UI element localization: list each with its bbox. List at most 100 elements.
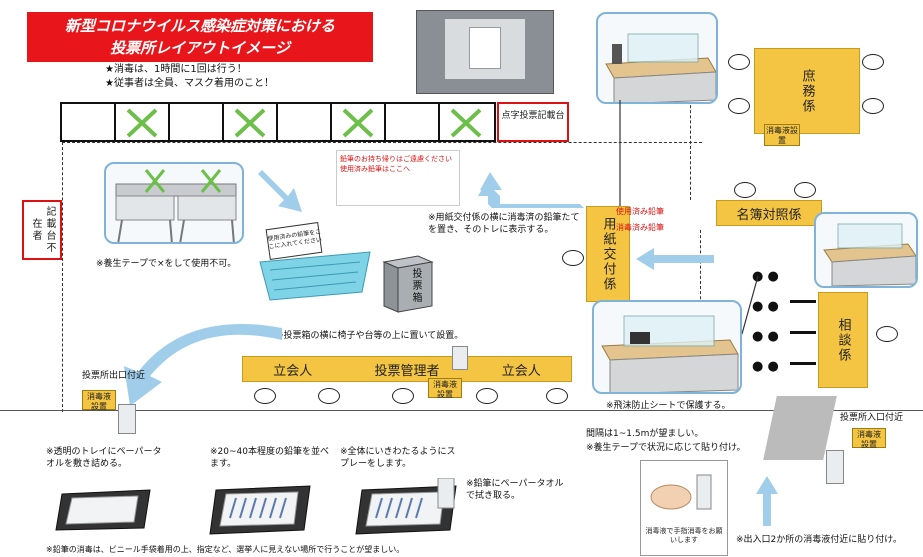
footprint-icon: ● ●	[752, 329, 779, 344]
chair	[862, 98, 884, 114]
room-boundary-left	[62, 142, 63, 412]
absentee-desk: 記載台不在者	[22, 200, 62, 260]
chair	[254, 388, 276, 404]
step3-caption: ※全体にいきわたるようにスプレーをします。	[340, 447, 456, 469]
ballot-box-caption: ※投票箱の横に椅子や台等の上に置いて設置。	[276, 331, 464, 341]
paper-issue-label: 用紙交付係	[600, 216, 616, 292]
room-boundary-right	[690, 100, 691, 200]
entrance-area-caption: 投票所入口付近	[840, 413, 904, 423]
chair	[794, 182, 816, 198]
chair	[734, 182, 756, 198]
connector-line	[619, 100, 621, 210]
chair	[876, 326, 898, 342]
arrow-up-left-icon	[478, 172, 584, 208]
roster-desk: 名簿対照係	[716, 200, 822, 226]
note-disinfect: ★消毒は、1時間に1回は行う！	[105, 64, 247, 75]
ballot-box-label: 投票箱	[410, 268, 421, 304]
general-affairs-desk: 庶務係	[754, 48, 860, 134]
steps-footer: ※鉛筆の消毒は、ビニール手袋着用の上、指定など、選挙人に見えない場所で行うことが…	[46, 545, 405, 554]
general-affairs-label: 庶務係	[799, 68, 815, 114]
queue-line	[700, 230, 701, 340]
entrance-sign-caption: ※出入口2か所の消毒液付近に貼り付け。	[736, 535, 902, 545]
hand-notice-text: 消毒液で手指消毒をお願いします	[645, 527, 723, 544]
paper-issue-desk: 用紙交付係	[586, 206, 630, 302]
pencil-basket: 使用済みの鉛筆をここに入れてください	[250, 221, 380, 304]
curved-arrow-icon	[124, 323, 282, 406]
hand-sanitize-poster: 消毒液で手指消毒をお願いします	[640, 460, 728, 556]
booth	[278, 104, 332, 140]
arrow-left-icon	[636, 248, 714, 270]
consultation-counter-illustration	[823, 223, 916, 286]
title-line-2: 投票所レイアウトイメージ	[110, 39, 290, 57]
splash-sheet-caption: ※飛沫防止シートで保護する。	[606, 401, 731, 411]
footprint-icon: ● ●	[752, 299, 779, 314]
lower-desk-row: 立会人 投票管理者 立会人	[242, 356, 572, 382]
witness-right-label: 立会人	[501, 363, 541, 379]
section-divider	[0, 410, 923, 411]
consultation-photo	[814, 212, 918, 288]
chair	[862, 54, 884, 70]
pencil-notice-line2: 使用済み鉛筆はここへ	[340, 165, 410, 173]
tray-step3	[352, 477, 464, 538]
x-mark-icon	[126, 108, 158, 138]
tray-with-pencils-illustration	[209, 485, 311, 535]
x-mark-icon	[342, 108, 374, 138]
chair	[546, 388, 568, 404]
page-title: 新型コロナウイルス感染症対策における 投票所レイアウトイメージ	[27, 12, 373, 62]
booth	[62, 104, 116, 140]
chair	[318, 388, 340, 404]
notes: ★消毒は、1時間に1回は行う！ ★従事者は全員、マスク着用のこと！	[105, 63, 274, 91]
booth	[386, 104, 440, 140]
sanitizer-badge: 消毒液設置	[82, 390, 116, 411]
step2-caption: ※20~40本程度の鉛筆を並べます。	[210, 447, 329, 469]
chair	[562, 250, 584, 266]
pencil-caption: ※用紙交付係の横に消毒済の鉛筆たてを置き、そのトレに表示する。	[428, 213, 580, 235]
floor-tape-caption: ※養生テープで状況に応じて貼り付け。	[586, 443, 746, 453]
footprint-icon: ● ●	[752, 359, 779, 374]
footprints: ● ● ● ● ● ● ● ●	[752, 262, 792, 392]
sanitizer-badge: 消毒液設置	[764, 124, 800, 146]
sanitizer-badge: 消毒液設置	[428, 378, 462, 399]
taped-booth-illustration	[115, 169, 237, 242]
pencil-holders: 使用済み鉛筆 消毒済み鉛筆	[616, 204, 686, 236]
used-pencil-label: 使用済み鉛筆	[616, 207, 664, 216]
ballot-box-illustration	[382, 255, 434, 313]
chair	[476, 388, 498, 404]
booth-disabled	[440, 104, 494, 140]
sanitizer-bottle-icon	[826, 450, 844, 484]
tray-illustration	[55, 489, 151, 531]
x-mark-icon	[234, 108, 266, 138]
x-mark-icon	[450, 108, 482, 138]
roster-label: 名簿対照係	[736, 207, 802, 223]
footprint-icon: ● ●	[752, 269, 779, 284]
tray-spray-illustration	[355, 477, 457, 535]
basket-illustration	[259, 221, 371, 301]
counter-illustration	[605, 33, 716, 102]
taped-booth-photo	[104, 162, 244, 244]
pencil-notice-line1: 鉛筆のお持ち帰りはご遠慮ください	[340, 155, 452, 163]
booth	[170, 104, 224, 140]
step4-caption: ※鉛筆にペーパータオルで拭き取る。	[466, 479, 564, 501]
braille-desk-label: 点字投票記載台	[501, 111, 565, 121]
room-boundary-top	[62, 142, 702, 143]
booth-disabled	[116, 104, 170, 140]
booth-disabled	[224, 104, 278, 140]
sanitizer-bottle-icon	[452, 346, 468, 370]
splash-sheet-illustration	[601, 315, 739, 392]
ballot-box: 投票箱	[380, 252, 434, 314]
clean-pencil-label: 消毒済み鉛筆	[616, 223, 664, 232]
witness-left-label: 立会人	[273, 363, 313, 379]
note-mask: ★従事者は全員、マスク着用のこと！	[105, 78, 274, 89]
braille-desk: 点字投票記載台	[497, 102, 569, 142]
consultation-label: 相談係	[835, 317, 851, 363]
step1-caption: ※透明のトレイにペーパータオルを敷き詰める。	[46, 447, 162, 469]
arrow-down-right-icon	[258, 170, 302, 212]
manager-label: 投票管理者	[374, 363, 440, 379]
distance-caption: 間隔は1~1.5mが望ましい。	[586, 429, 704, 439]
chair	[728, 98, 750, 114]
exit-area-caption: 投票所出口付近	[82, 371, 146, 381]
tray-step2	[206, 478, 318, 538]
absentee-desk-label: 記載台不在者	[30, 206, 55, 254]
tape-caption: ※養生テープで×をして使用不可。	[96, 259, 237, 269]
sanitizer-bottle-icon	[118, 404, 136, 434]
